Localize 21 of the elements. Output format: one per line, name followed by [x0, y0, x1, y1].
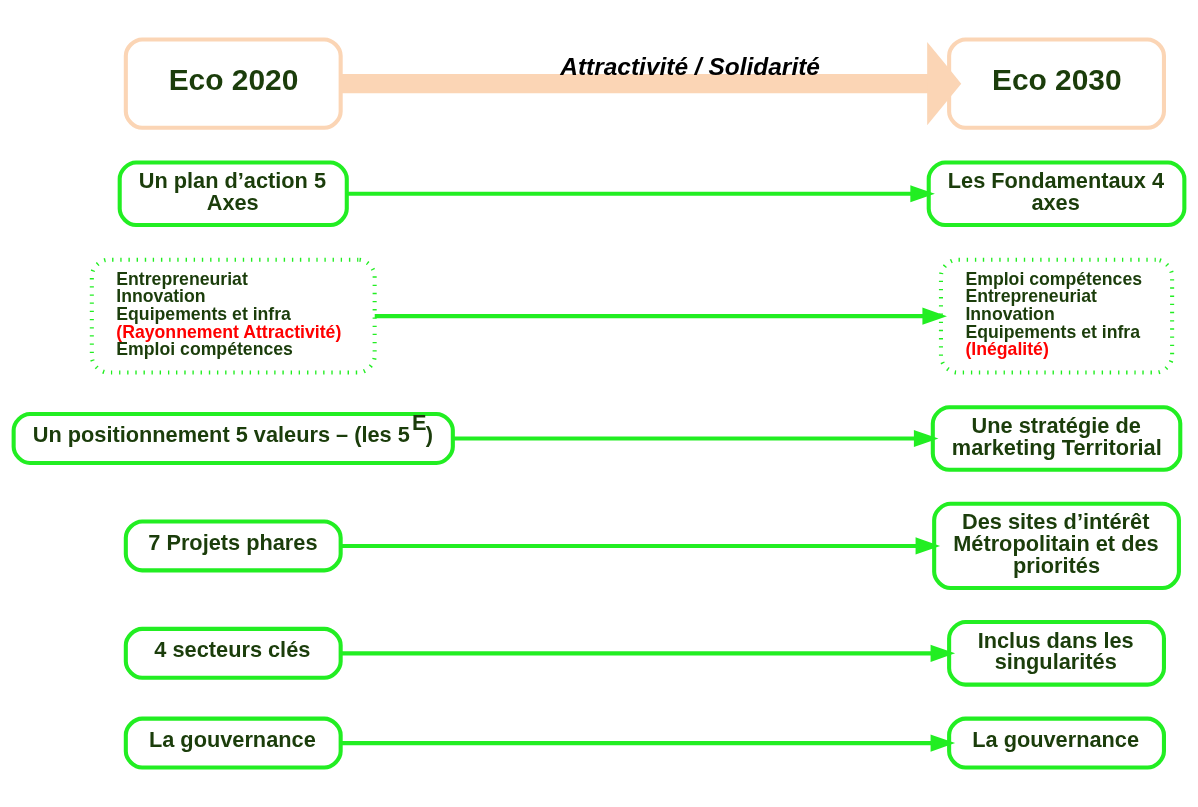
node-box: La gouvernance	[123, 716, 343, 770]
node-box: Des sites d’intérêt Métropolitain et des priorités	[932, 501, 1181, 591]
node-box: Les Fondamentaux 4 axes	[926, 160, 1187, 228]
node-box: 4 secteurs clés	[123, 626, 343, 680]
arrow	[374, 307, 947, 325]
node-box: Inclus dans les singularités	[947, 620, 1166, 687]
node-box: 7 Projets phares	[123, 519, 343, 573]
arrow	[452, 429, 939, 448]
node-box: Emploi compétences Entrepreneuriat Innovation Equipements et infra (Inégalité)	[938, 257, 1175, 375]
arrow	[341, 537, 941, 555]
node-box: Eco 2020	[123, 37, 343, 130]
arrow	[341, 644, 956, 662]
node-box: Un plan d’action 5 Axes	[117, 160, 349, 228]
arrow	[347, 185, 935, 203]
node-box: Eco 2030	[947, 37, 1166, 130]
edge-label: Attractivité / Solidarité	[560, 52, 820, 80]
arrow	[341, 734, 956, 752]
arrow	[341, 41, 962, 126]
node-box: La gouvernance	[947, 716, 1166, 770]
node-box: Entrepreneuriat Innovation Equipements et infra (Rayonnement Attractivité) Emploi compétences	[89, 257, 377, 375]
node-box: Une stratégie de marketing Territorial	[930, 405, 1183, 472]
